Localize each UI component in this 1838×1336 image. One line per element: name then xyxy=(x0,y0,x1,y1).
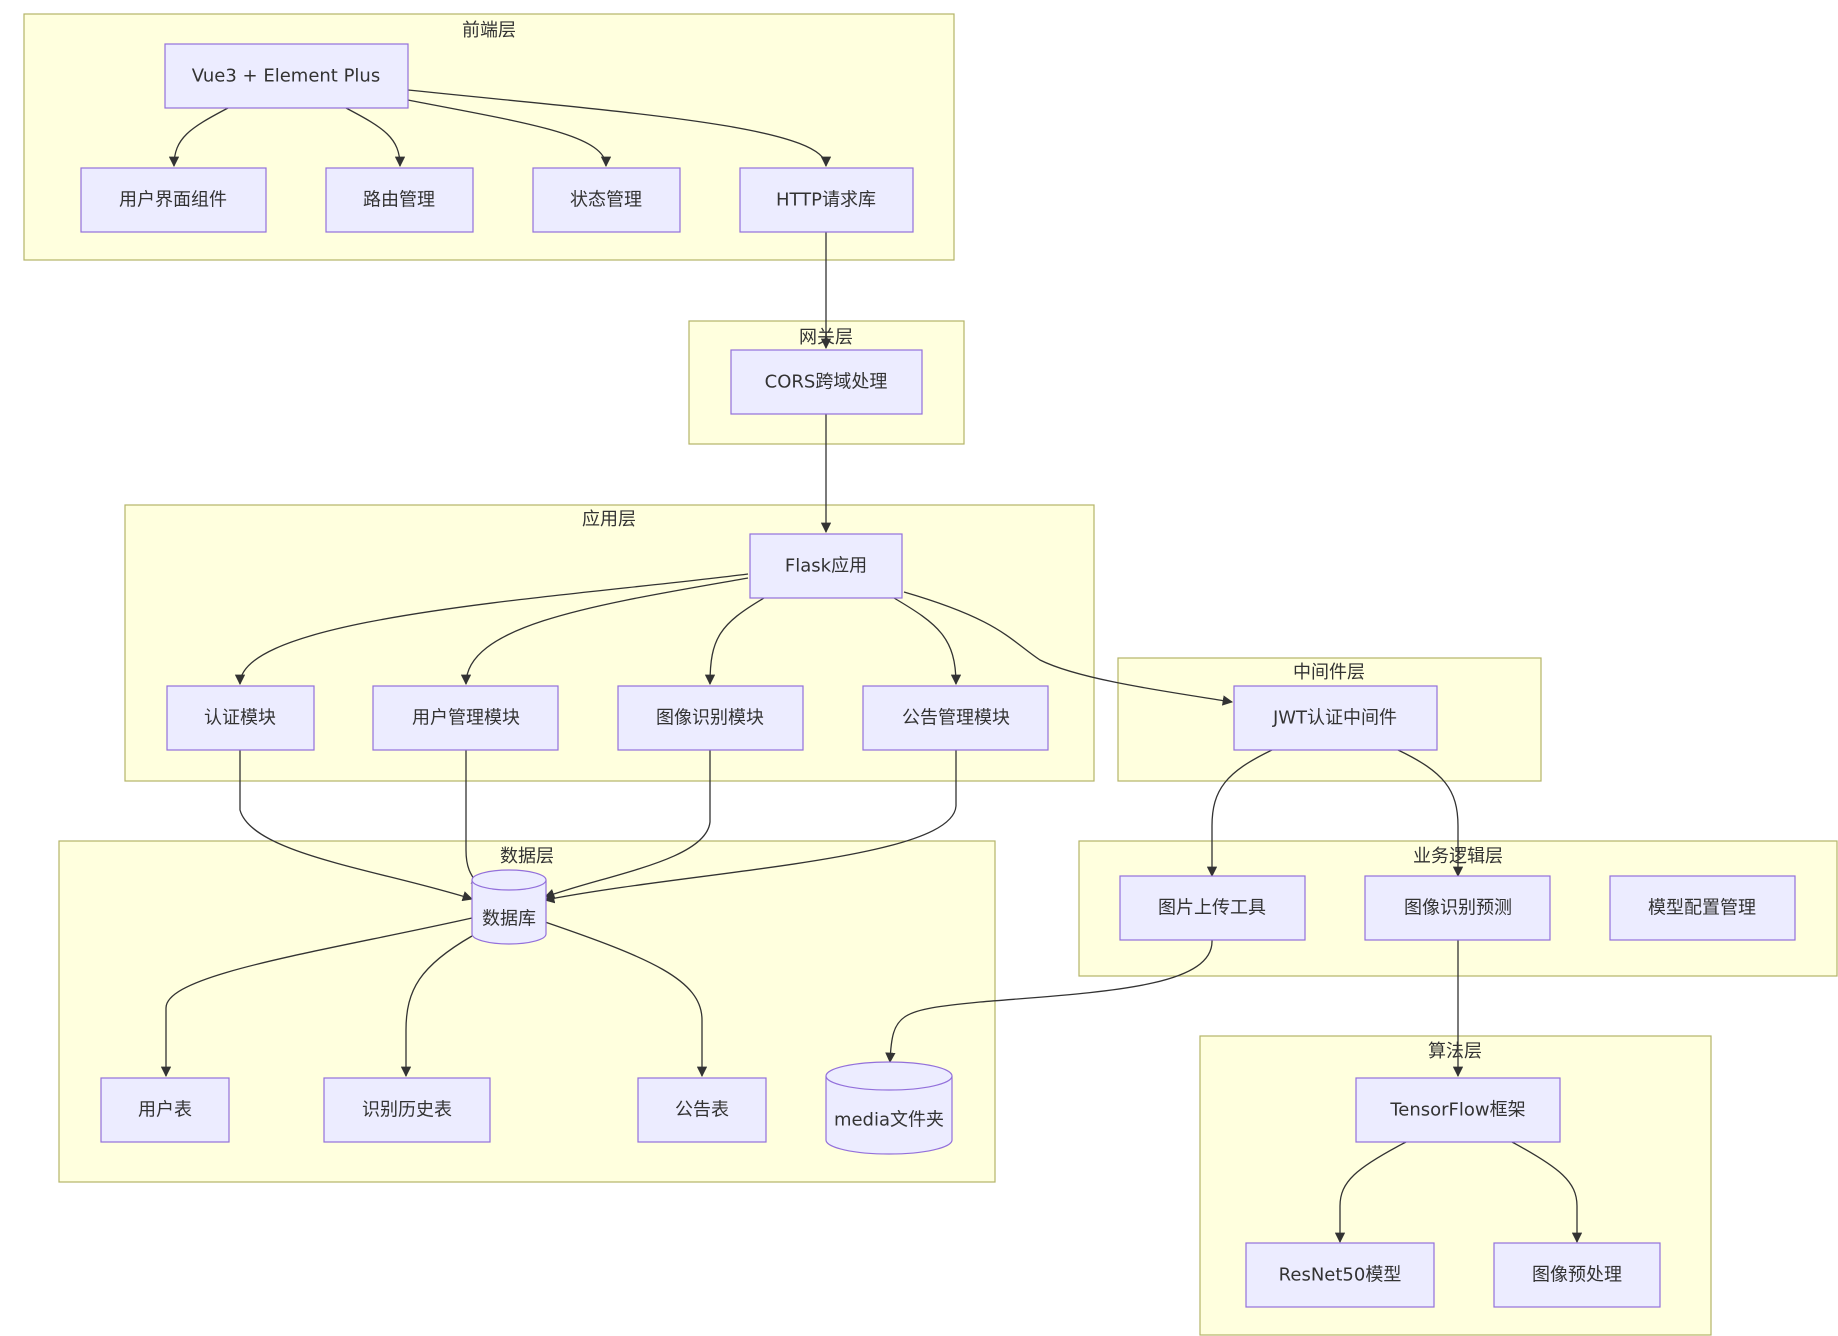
node-preprocess: 图像预处理 xyxy=(1493,1242,1661,1308)
cluster-label-middleware: 中间件层 xyxy=(1293,662,1365,683)
edge-vue-router xyxy=(345,107,406,168)
node-label-upload: 图片上传工具 xyxy=(1158,898,1266,919)
node-upload: 图片上传工具 xyxy=(1119,875,1306,941)
node-jwt: JWT认证中间件 xyxy=(1233,685,1438,751)
edge-vue-ui xyxy=(168,107,229,168)
node-label-vue: Vue3 + Element Plus xyxy=(192,66,380,87)
node-label-db: 数据库 xyxy=(482,909,536,930)
node-label-jwt: JWT认证中间件 xyxy=(1272,708,1397,729)
node-label-usermgmt: 用户管理模块 xyxy=(412,708,520,729)
node-label-media: media文件夹 xyxy=(834,1110,944,1131)
node-label-flask: Flask应用 xyxy=(785,556,867,577)
node-usermgmt: 用户管理模块 xyxy=(372,685,559,751)
edge-flask-usermgmt xyxy=(460,577,749,686)
cluster-label-frontend: 前端层 xyxy=(462,20,516,41)
cluster-label-data: 数据层 xyxy=(500,846,554,867)
node-tensorflow: TensorFlow框架 xyxy=(1355,1077,1561,1143)
edge-jwt-predict xyxy=(1397,749,1464,878)
cluster-label-application: 应用层 xyxy=(582,509,636,530)
edge-auth-db xyxy=(239,750,473,902)
node-label-usertable: 用户表 xyxy=(138,1100,192,1121)
edge-flask-auth xyxy=(234,573,749,686)
edges xyxy=(160,89,1583,1244)
edge-jwt-upload xyxy=(1206,749,1273,878)
node-label-modelcfg: 模型配置管理 xyxy=(1648,898,1756,919)
node-label-cors: CORS跨域处理 xyxy=(765,372,888,393)
node-router: 路由管理 xyxy=(325,167,474,233)
node-imgrec: 图像识别模块 xyxy=(617,685,804,751)
node-notice: 公告管理模块 xyxy=(862,685,1049,751)
node-label-imgrec: 图像识别模块 xyxy=(656,708,764,729)
edge-tensorflow-resnet xyxy=(1334,1141,1407,1244)
node-flask: Flask应用 xyxy=(749,533,903,599)
node-http: HTTP请求库 xyxy=(739,167,914,233)
node-label-history: 识别历史表 xyxy=(362,1100,452,1121)
node-cors: CORS跨域处理 xyxy=(730,349,923,415)
edge-imgrec-db xyxy=(544,750,711,899)
node-label-preprocess: 图像预处理 xyxy=(1532,1265,1622,1286)
node-label-state: 状态管理 xyxy=(570,190,642,211)
edge-notice-db xyxy=(543,750,957,904)
node-label-auth: 认证模块 xyxy=(204,708,276,729)
edge-vue-http xyxy=(407,89,832,168)
node-db: 数据库 xyxy=(471,869,547,945)
cluster-label-algorithm: 算法层 xyxy=(1428,1041,1482,1062)
edge-flask-jwt xyxy=(903,591,1234,706)
node-vue: Vue3 + Element Plus xyxy=(164,43,409,109)
node-history: 识别历史表 xyxy=(323,1077,491,1143)
edge-db-noticetable xyxy=(544,921,708,1078)
edge-db-history xyxy=(400,935,473,1078)
node-resnet: ResNet50模型 xyxy=(1245,1242,1435,1308)
node-label-router: 路由管理 xyxy=(363,190,435,211)
node-label-resnet: ResNet50模型 xyxy=(1279,1265,1402,1286)
node-label-ui: 用户界面组件 xyxy=(119,190,227,211)
edge-upload-media xyxy=(885,939,1213,1064)
edge-flask-notice xyxy=(893,597,962,686)
node-label-noticetable: 公告表 xyxy=(675,1100,729,1121)
node-ui: 用户界面组件 xyxy=(80,167,267,233)
node-label-predict: 图像识别预测 xyxy=(1404,898,1512,919)
node-label-tensorflow: TensorFlow框架 xyxy=(1389,1100,1525,1121)
edge-tensorflow-preprocess xyxy=(1511,1141,1583,1244)
node-label-http: HTTP请求库 xyxy=(776,190,876,211)
edge-db-usertable xyxy=(160,917,473,1078)
node-auth: 认证模块 xyxy=(166,685,315,751)
edge-vue-state xyxy=(407,99,612,168)
node-label-notice: 公告管理模块 xyxy=(902,708,1010,729)
node-noticetable: 公告表 xyxy=(637,1077,767,1143)
node-state: 状态管理 xyxy=(532,167,681,233)
node-predict: 图像识别预测 xyxy=(1364,875,1551,941)
edge-flask-imgrec xyxy=(704,597,765,686)
node-usertable: 用户表 xyxy=(100,1077,230,1143)
node-modelcfg: 模型配置管理 xyxy=(1609,875,1796,941)
node-media: media文件夹 xyxy=(825,1061,953,1155)
